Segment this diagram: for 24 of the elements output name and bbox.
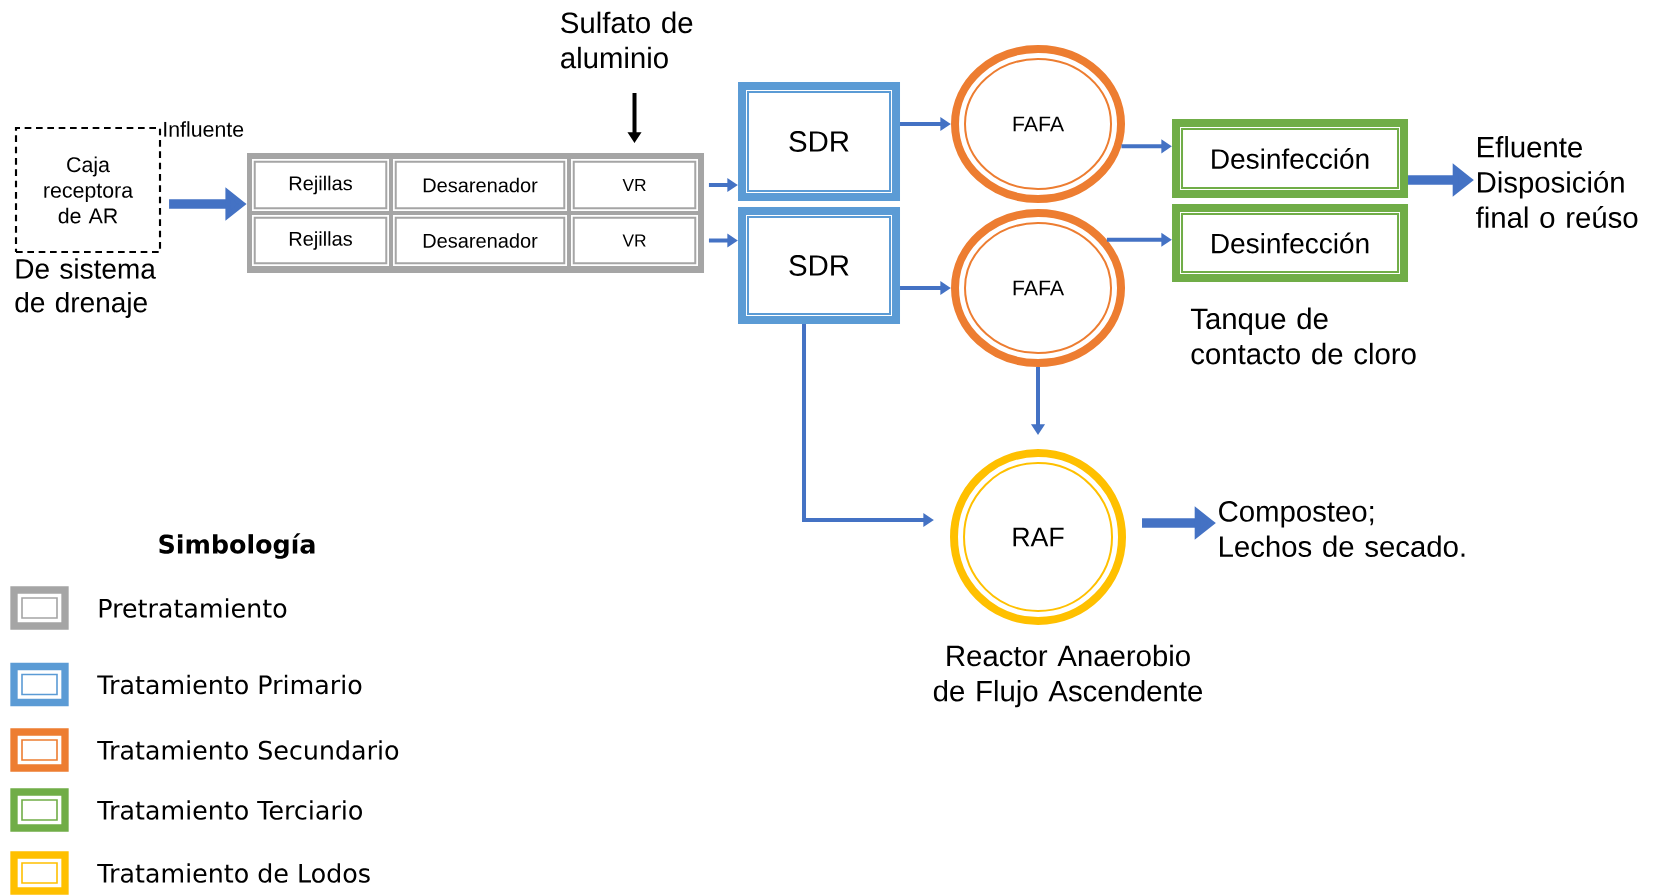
- legend-label: Tratamiento de Lodos: [97, 863, 370, 883]
- process-cell: Rejillas: [252, 215, 389, 266]
- caption-text: Tanque de contacto de cloro: [1190, 307, 1416, 365]
- output-label: Efluente Disposición final o reúso: [1476, 136, 1638, 228]
- legend-title: Simbología: [159, 533, 315, 559]
- process-cell: Desarenador: [393, 159, 567, 211]
- legend-label: Pretratamiento: [99, 598, 287, 618]
- legend-label: Tratamiento Secundario: [97, 740, 399, 760]
- legend-label: Tratamiento Primario: [97, 674, 362, 695]
- flow-label: Influente: [164, 121, 244, 137]
- caption-text: De sistema de drenaje: [15, 258, 156, 318]
- process-cell: VR: [571, 159, 698, 211]
- process-box: SDR: [738, 82, 900, 201]
- process-cell: Desarenador: [393, 215, 567, 266]
- process-cell: VR: [571, 215, 698, 266]
- process-box: Desinfección: [1172, 204, 1408, 282]
- legend-label: Tratamiento Terciario: [97, 800, 362, 820]
- collection-box: Caja receptora de AR: [14, 126, 162, 254]
- input-label: Sulfato de aluminio: [561, 11, 693, 69]
- output-label: Composteo; Lechos de secado.: [1219, 501, 1465, 557]
- caption-text: Reactor Anaerobio de Flujo Ascendente: [933, 644, 1202, 708]
- process-box: SDR: [738, 207, 900, 324]
- process-box: Desinfección: [1172, 119, 1408, 198]
- process-cell: Rejillas: [252, 159, 389, 211]
